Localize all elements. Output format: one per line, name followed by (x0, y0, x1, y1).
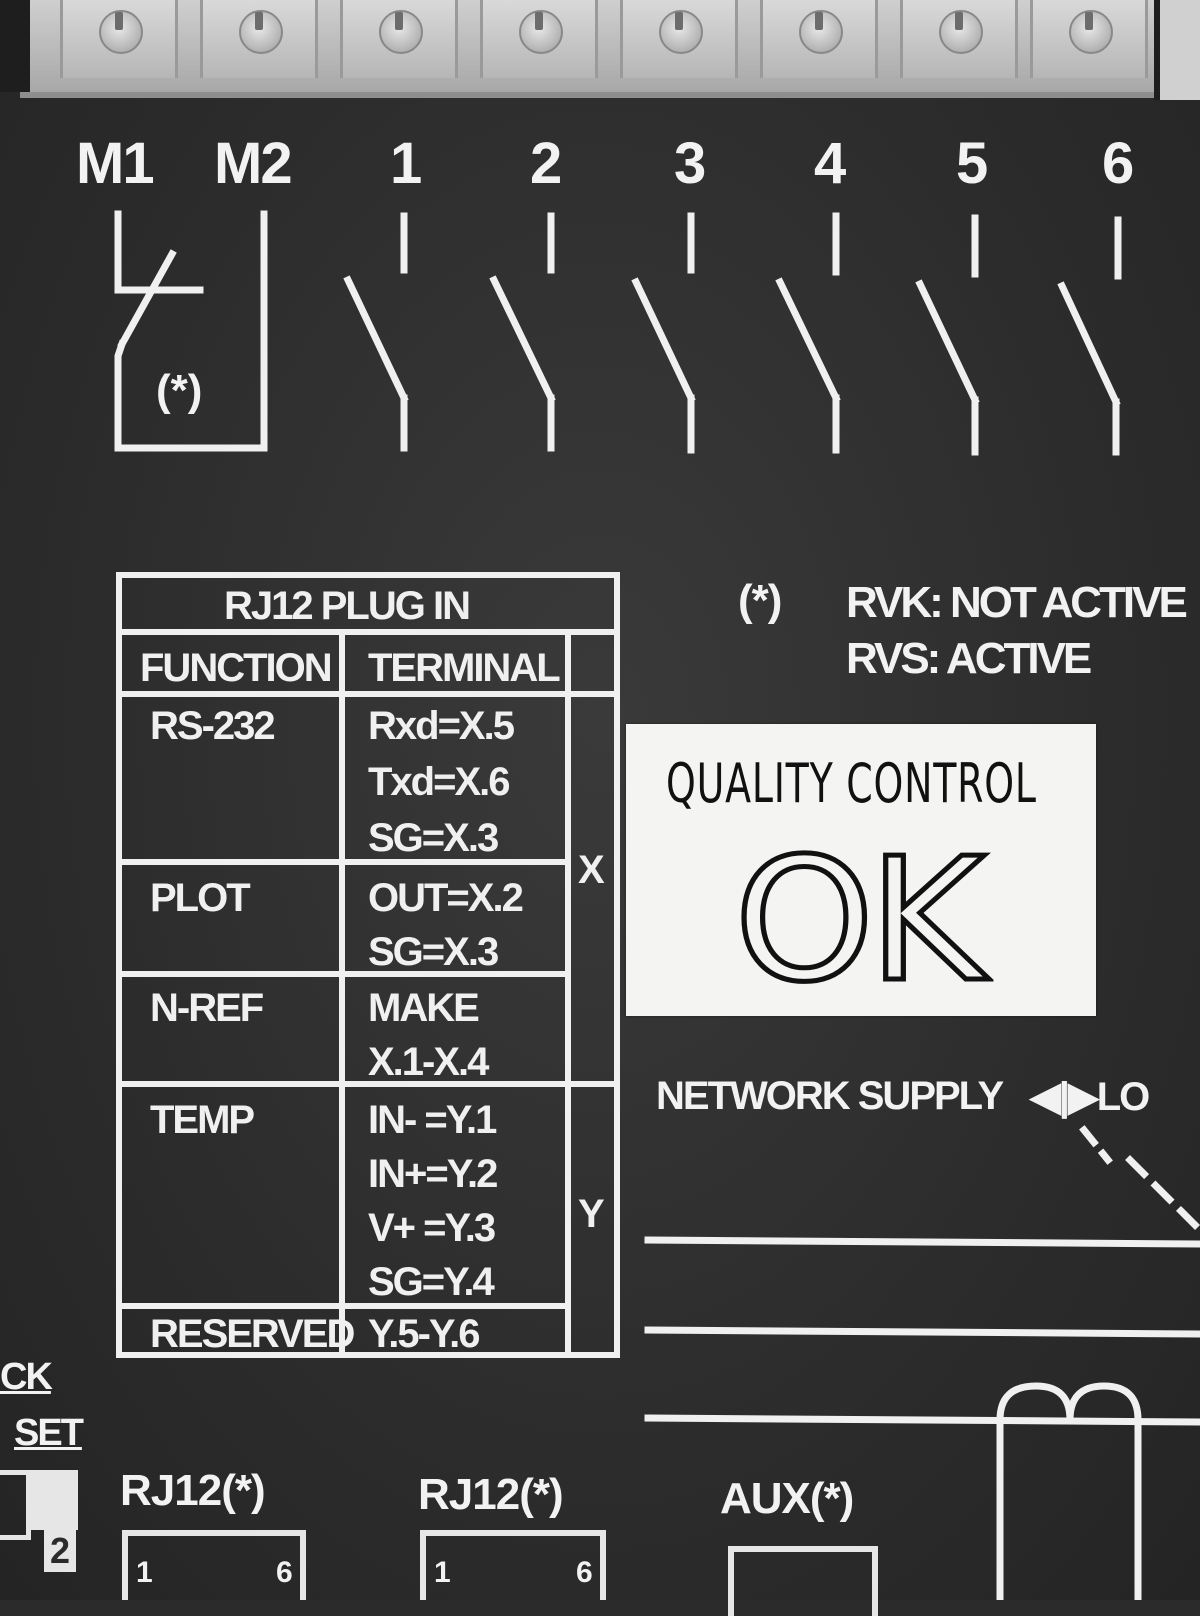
terminal-slot (1085, 12, 1093, 30)
row-terminal: Rxd=X.5 (368, 704, 515, 748)
terminal-label-6: 6 (1102, 131, 1134, 196)
terminal-slot (955, 12, 963, 30)
terminal-label-4: 4 (814, 131, 846, 196)
legend-rvs: RVS: ACTIVE (846, 634, 1092, 683)
terminal-block (1030, 0, 1148, 78)
terminal-slot (255, 12, 263, 30)
rj12-port-b-label: RJ12(*) (418, 1470, 564, 1519)
terminal-label-5: 5 (956, 131, 988, 196)
terminal-label-m1: M1 (76, 131, 155, 196)
strip-gap (0, 0, 30, 92)
contact-2-blade (489, 275, 556, 403)
row-terminal: IN+=Y.2 (368, 1152, 498, 1196)
terminal-block (900, 0, 1018, 78)
row-terminal: OUT=X.2 (368, 876, 524, 920)
pin-label: 6 (576, 1556, 593, 1589)
contact-6-blade (1057, 281, 1121, 407)
panel-rule (644, 1414, 1200, 1426)
terminal-slot (535, 12, 543, 30)
motor-contact-blade (117, 249, 177, 349)
set-switch (0, 1470, 31, 1540)
rj12-port-a: 1 6 (122, 1530, 306, 1600)
row-terminal: IN- =Y.1 (368, 1098, 497, 1142)
terminal-block (620, 0, 738, 78)
header-function: FUNCTION (140, 646, 333, 690)
terminal-label-m2: M2 (214, 131, 293, 196)
terminal-slot (395, 12, 403, 30)
terminal-block (200, 0, 318, 78)
header-terminal: TERMINAL (368, 646, 561, 690)
table-title: RJ12 PLUG IN (224, 584, 471, 628)
supply-dash (1125, 1155, 1200, 1235)
supply-dash (1079, 1125, 1113, 1165)
legend-rvk: RVK: NOT ACTIVE (846, 578, 1188, 627)
group-x-label: X (578, 848, 605, 892)
switch-number: 2 (44, 1530, 77, 1572)
row-function: PLOT (150, 876, 251, 920)
contact-4-blade (775, 277, 841, 403)
row-terminal: Y.5-Y.6 (368, 1312, 481, 1356)
terminal-block (480, 0, 598, 78)
row-terminal: SG=X.3 (368, 816, 499, 860)
row-function: N-REF (150, 986, 264, 1030)
row-terminal: Txd=X.6 (368, 760, 511, 804)
motor-note: (*) (156, 366, 203, 415)
row-terminal: SG=X.3 (368, 930, 499, 974)
pin-label: 1 (136, 1556, 153, 1589)
aux-port-label: AUX(*) (720, 1474, 854, 1523)
table-grid (116, 629, 620, 1358)
rj12-table: RJ12 PLUG IN FUNCTION TERMINAL RS-232 Rx… (116, 572, 620, 1358)
motor-contact-line (114, 210, 204, 294)
set-label: SET (14, 1412, 84, 1454)
terminal-block (60, 0, 178, 78)
contact-5-blade (915, 279, 980, 405)
pin-label: 1 (434, 1556, 451, 1589)
network-supply-label: NETWORK SUPPLY (656, 1074, 1004, 1118)
group-y-label: Y (578, 1192, 605, 1236)
terminal-strip (20, 0, 1200, 98)
rj12-port-b: 1 6 (420, 1530, 606, 1600)
terminal-slot (675, 12, 683, 30)
terminal-block (760, 0, 878, 78)
terminal-label-1: 1 (390, 131, 422, 196)
strip-edge (1154, 0, 1200, 100)
panel-rule (644, 1236, 1200, 1248)
set-switch-knob (30, 1470, 78, 1530)
network-supply-arrows: ◀|▶LO (1030, 1075, 1150, 1119)
ck-label: CK (0, 1356, 53, 1398)
row-terminal: SG=Y.4 (368, 1260, 495, 1304)
coil-symbol (996, 1382, 1142, 1600)
qc-status: OK (731, 822, 988, 1020)
legend-marker: (*) (738, 576, 782, 625)
motor-contact-loop (114, 210, 268, 452)
terminal-block (340, 0, 458, 78)
terminal-label-2: 2 (530, 131, 562, 196)
row-terminal: V+ =Y.3 (368, 1206, 496, 1250)
qc-title: QUALITY CONTROL (666, 752, 1037, 815)
panel-rule (644, 1326, 1200, 1338)
quality-control-sticker: QUALITY CONTROL OK (626, 724, 1096, 1016)
row-function: TEMP (150, 1098, 255, 1142)
row-function: RS-232 (150, 704, 276, 748)
row-terminal: MAKE (368, 986, 480, 1030)
rj12-port-a-label: RJ12(*) (120, 1466, 266, 1515)
row-terminal: X.1-X.4 (368, 1040, 489, 1084)
terminal-slot (815, 12, 823, 30)
aux-port (728, 1546, 878, 1616)
screw-icon (379, 10, 423, 54)
terminal-label-3: 3 (674, 131, 706, 196)
contact-1-blade (343, 275, 409, 403)
row-function: RESERVED (150, 1312, 355, 1356)
pin-label: 6 (276, 1556, 293, 1589)
terminal-slot (115, 12, 123, 30)
contact-3-blade (631, 277, 696, 403)
